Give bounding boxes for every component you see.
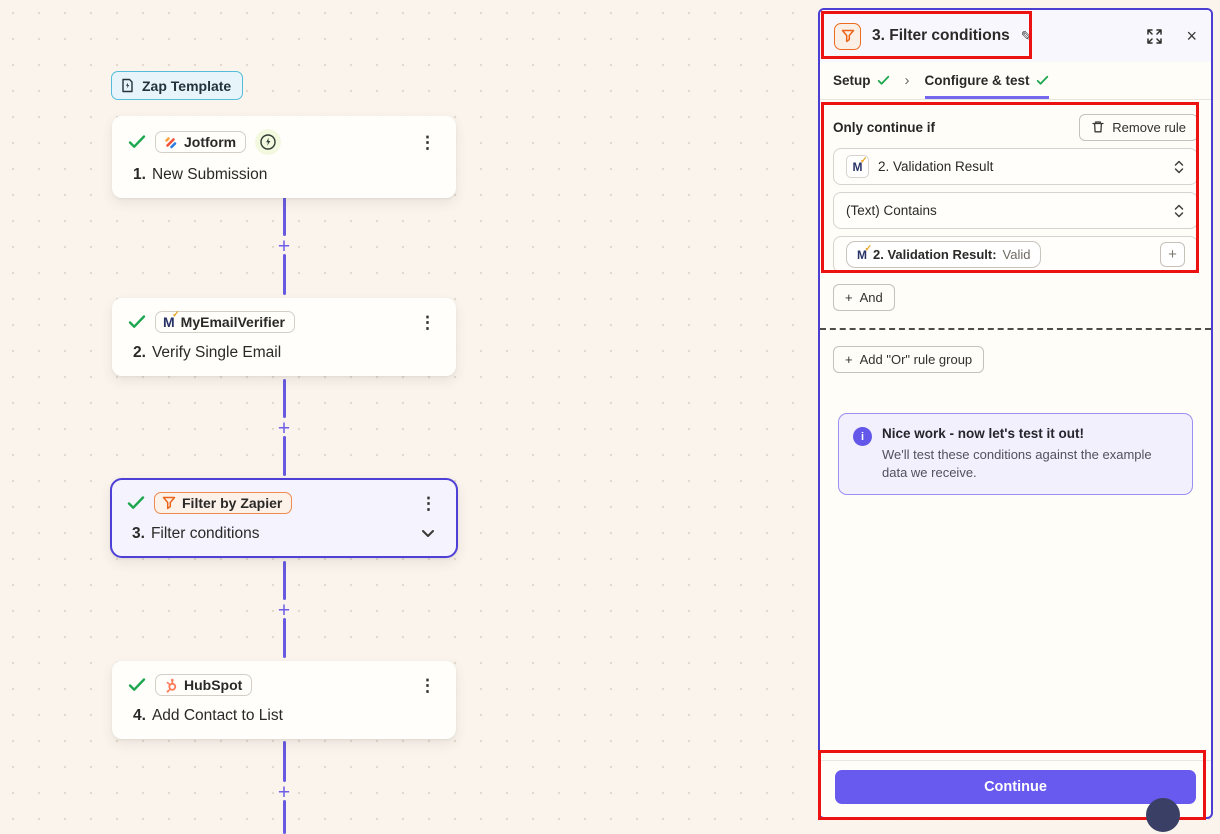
- continue-button[interactable]: Continue: [835, 770, 1196, 804]
- tab-check-icon: [877, 75, 889, 85]
- panel-body: Only continue if Remove rule M✓ 2. Valid…: [820, 100, 1211, 760]
- app-chip-hubspot: HubSpot: [155, 674, 253, 696]
- app-chip-label: MyEmailVerifier: [180, 314, 285, 330]
- rule-group-divider: [820, 328, 1211, 330]
- filter-funnel-icon: [834, 22, 861, 50]
- step-menu-icon[interactable]: ⋮: [419, 675, 436, 695]
- plus-icon: +: [845, 290, 853, 305]
- rule-field-select[interactable]: M✓ 2. Validation Result: [833, 148, 1198, 185]
- notice-title: Nice work - now let's test it out!: [882, 426, 1084, 441]
- connector-line: [283, 379, 286, 418]
- myemailverifier-icon: M✓: [163, 309, 180, 330]
- step-card-2[interactable]: M✓ MyEmailVerifier ⋮ 2. Verify Single Em…: [112, 298, 456, 376]
- add-step-button[interactable]: +: [277, 780, 291, 804]
- connector-line: [283, 561, 286, 600]
- edit-title-icon[interactable]: ✎: [1020, 27, 1033, 44]
- trash-icon: [1091, 120, 1105, 134]
- step-card-3[interactable]: Filter by Zapier ⋮ 3. Filter conditions: [110, 478, 458, 558]
- step-success-check-icon: [127, 495, 145, 511]
- notice-body: We'll test these conditions against the …: [882, 447, 1152, 480]
- test-notice: i Nice work - now let's test it out! We'…: [838, 413, 1193, 495]
- step-menu-icon[interactable]: ⋮: [419, 312, 436, 332]
- add-step-button[interactable]: +: [277, 234, 291, 258]
- panel-title: 3. Filter conditions: [872, 27, 1010, 44]
- add-step-button[interactable]: +: [277, 598, 291, 622]
- tab-check-icon: [1036, 75, 1048, 85]
- connector-line: [283, 254, 286, 295]
- template-doc-icon: [120, 78, 135, 93]
- remove-rule-button[interactable]: Remove rule: [1079, 113, 1198, 141]
- connector-line: [283, 436, 286, 476]
- insert-data-button[interactable]: +: [1160, 242, 1185, 267]
- add-and-rule-button[interactable]: + And: [833, 284, 895, 311]
- step-card-1[interactable]: Jotform ⋮ 1. New Submission: [112, 116, 456, 198]
- tab-configure-test[interactable]: Configure & test: [924, 62, 1049, 99]
- myemailverifier-icon: M✓: [857, 242, 872, 262]
- panel-footer: Continue: [820, 760, 1211, 817]
- mapped-value-token[interactable]: M✓ 2. Validation Result: Valid: [846, 241, 1042, 268]
- connector-line: [283, 618, 286, 658]
- chat-widget-icon[interactable]: [1146, 798, 1180, 832]
- step-success-check-icon: [128, 677, 146, 693]
- app-chip-jotform: Jotform: [155, 131, 247, 153]
- step-menu-icon[interactable]: ⋮: [420, 493, 437, 513]
- connector-line: [283, 800, 286, 834]
- add-or-rule-group-button[interactable]: + Add "Or" rule group: [833, 346, 985, 373]
- step-menu-icon[interactable]: ⋮: [419, 132, 436, 152]
- rule-operator-select[interactable]: (Text) Contains: [833, 192, 1198, 229]
- app-chip-label: Filter by Zapier: [182, 495, 283, 511]
- close-panel-icon[interactable]: ×: [1186, 26, 1197, 46]
- zap-template-label: Zap Template: [142, 77, 232, 94]
- select-updown-icon: [1173, 159, 1185, 175]
- step-success-check-icon: [128, 134, 146, 150]
- panel-header: 3. Filter conditions ✎ ×: [820, 10, 1211, 62]
- step-success-check-icon: [128, 314, 146, 330]
- rule-field-value: 2. Validation Result: [878, 159, 994, 174]
- add-step-button[interactable]: +: [277, 416, 291, 440]
- zap-template-button[interactable]: Zap Template: [111, 71, 244, 100]
- step-title: 2. Verify Single Email: [133, 344, 282, 361]
- collapse-chevron-down-icon[interactable]: [421, 528, 435, 540]
- jotform-icon: [163, 135, 178, 150]
- tab-separator-chevron-icon: ›: [904, 72, 910, 89]
- select-updown-icon: [1173, 203, 1185, 219]
- instant-trigger-icon: [255, 129, 282, 155]
- myemailverifier-icon: M✓: [846, 155, 869, 178]
- rule-operator-value: (Text) Contains: [846, 203, 937, 218]
- app-chip-label: HubSpot: [184, 677, 243, 693]
- app-chip-myemailverifier: M✓ MyEmailVerifier: [155, 309, 295, 333]
- app-chip-label: Jotform: [184, 134, 237, 150]
- hubspot-icon: [163, 678, 178, 693]
- filter-funnel-icon: [162, 496, 176, 510]
- rule-value-input[interactable]: M✓ 2. Validation Result: Valid +: [833, 236, 1198, 273]
- panel-tabs: Setup › Configure & test: [820, 62, 1211, 100]
- tab-setup[interactable]: Setup: [833, 62, 890, 99]
- connector-line: [283, 197, 286, 236]
- step-title: 4. Add Contact to List: [133, 707, 283, 724]
- info-icon: i: [853, 427, 872, 446]
- step-title: 1. New Submission: [133, 166, 268, 183]
- step-card-4[interactable]: HubSpot ⋮ 4. Add Contact to List: [112, 661, 456, 739]
- plus-icon: +: [845, 352, 853, 367]
- filter-step-panel: 3. Filter conditions ✎ × Setup › Configu…: [818, 8, 1213, 819]
- rule-heading: Only continue if: [833, 119, 936, 135]
- step-title: 3. Filter conditions: [127, 525, 441, 543]
- app-chip-filter: Filter by Zapier: [154, 492, 293, 514]
- expand-panel-icon[interactable]: [1147, 28, 1163, 44]
- connector-line: [283, 741, 286, 782]
